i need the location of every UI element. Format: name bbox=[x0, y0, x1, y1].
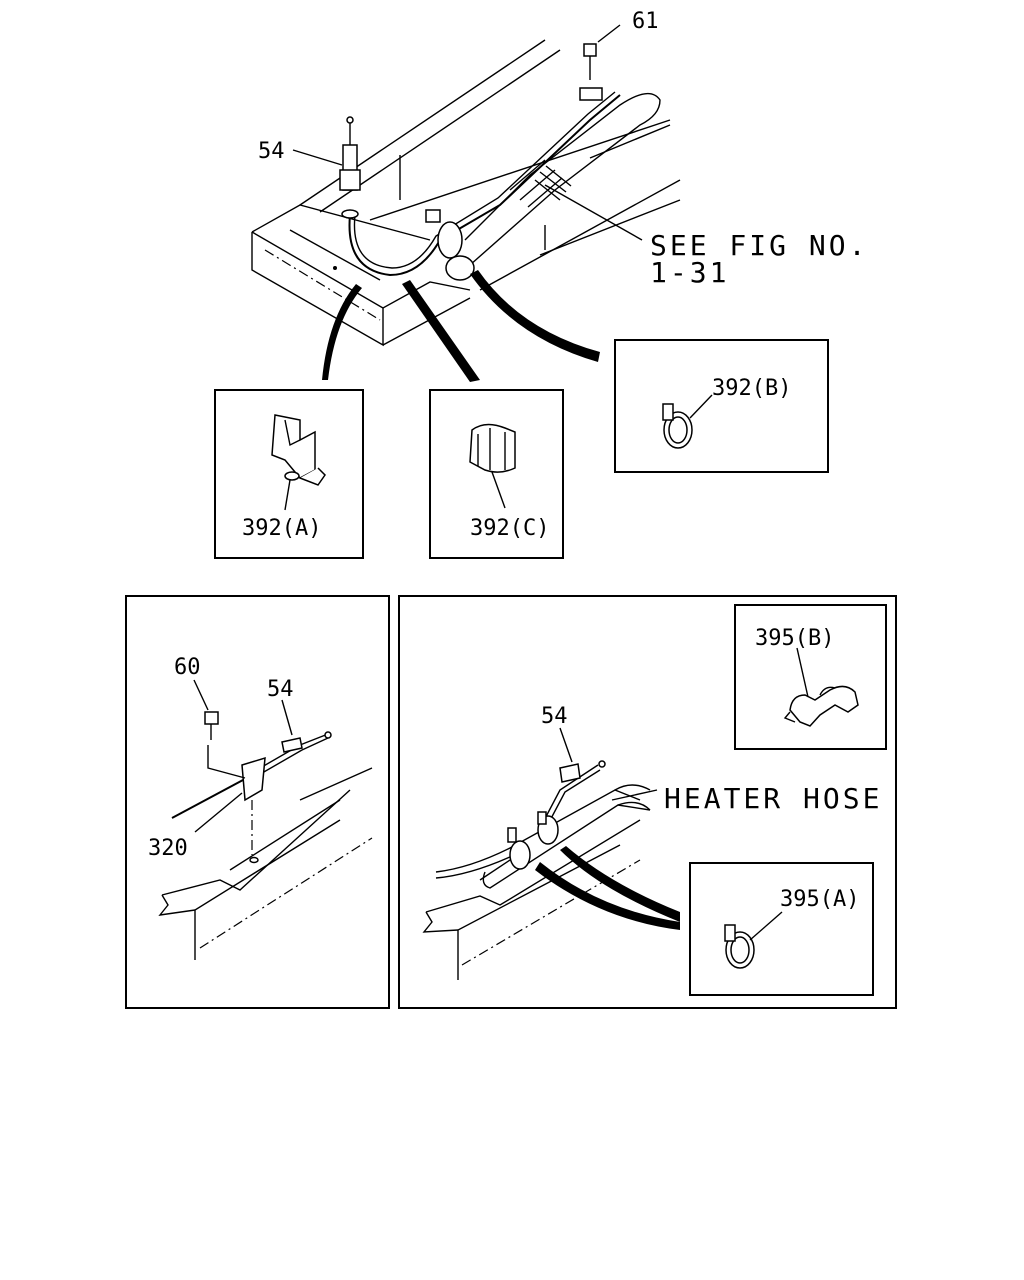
frame-rail-right-drawing bbox=[422, 819, 641, 980]
label-see-fig: SEE FIG NO. bbox=[650, 229, 868, 262]
detail-box-392b: 392(B) bbox=[614, 339, 829, 473]
frame-crossmember-drawing bbox=[251, 39, 681, 347]
leader-see-fig bbox=[544, 184, 643, 241]
detail-box-395a: 395(A) bbox=[689, 862, 874, 996]
label-clip-392b: 392(B) bbox=[712, 376, 791, 401]
cable-assembly-top bbox=[339, 43, 661, 281]
frame-rail-left-drawing bbox=[158, 767, 373, 960]
clip-392a-drawing bbox=[271, 414, 326, 511]
callout-wedge-392c bbox=[402, 280, 480, 382]
heater-hose-drawing bbox=[435, 760, 651, 889]
detail-box-392c: 392(C) bbox=[429, 389, 564, 559]
label-part-60: 60 bbox=[174, 655, 201, 680]
clip-395a-drawing bbox=[724, 911, 783, 969]
leader-60 bbox=[193, 679, 209, 711]
label-heater-hose: HEATER HOSE bbox=[664, 782, 882, 815]
label-part-320: 320 bbox=[148, 836, 188, 861]
detail-box-395b: 395(B) bbox=[734, 604, 887, 750]
detail-box-392a: 392(A) bbox=[214, 389, 364, 559]
label-part-54-top: 54 bbox=[258, 139, 285, 164]
clip-395b-drawing bbox=[783, 647, 859, 727]
label-part-61: 61 bbox=[632, 9, 659, 34]
leader-54-top bbox=[292, 149, 343, 166]
label-clip-395a: 395(A) bbox=[780, 887, 859, 912]
leader-54-left bbox=[281, 699, 293, 736]
callout-wedge-392b bbox=[470, 270, 600, 362]
cable-left-drawing bbox=[171, 711, 332, 855]
label-part-54-left: 54 bbox=[267, 677, 294, 702]
callout-wedge-395a-lower bbox=[535, 862, 680, 930]
detail-panel-right: 54 HEATER HOSE 395(B) 395(A) bbox=[398, 595, 897, 1009]
leader-54-right bbox=[559, 727, 573, 763]
leader-heater-hose bbox=[611, 789, 658, 801]
callout-wedge-392a bbox=[322, 284, 362, 380]
label-see-fig-number: 1-31 bbox=[650, 256, 729, 289]
label-clip-392a: 392(A) bbox=[242, 516, 321, 541]
leader-320 bbox=[194, 792, 243, 833]
label-clip-395b: 395(B) bbox=[755, 626, 834, 651]
clip-392b-drawing bbox=[662, 394, 713, 449]
callout-wedge-395a-upper bbox=[560, 846, 680, 922]
label-clip-392c: 392(C) bbox=[470, 516, 549, 541]
label-part-54-right: 54 bbox=[541, 704, 568, 729]
leader-61 bbox=[597, 24, 621, 43]
corrugated-boot bbox=[509, 159, 572, 208]
detail-panel-left: 60 54 320 bbox=[125, 595, 390, 1009]
clip-392c-drawing bbox=[469, 423, 516, 509]
